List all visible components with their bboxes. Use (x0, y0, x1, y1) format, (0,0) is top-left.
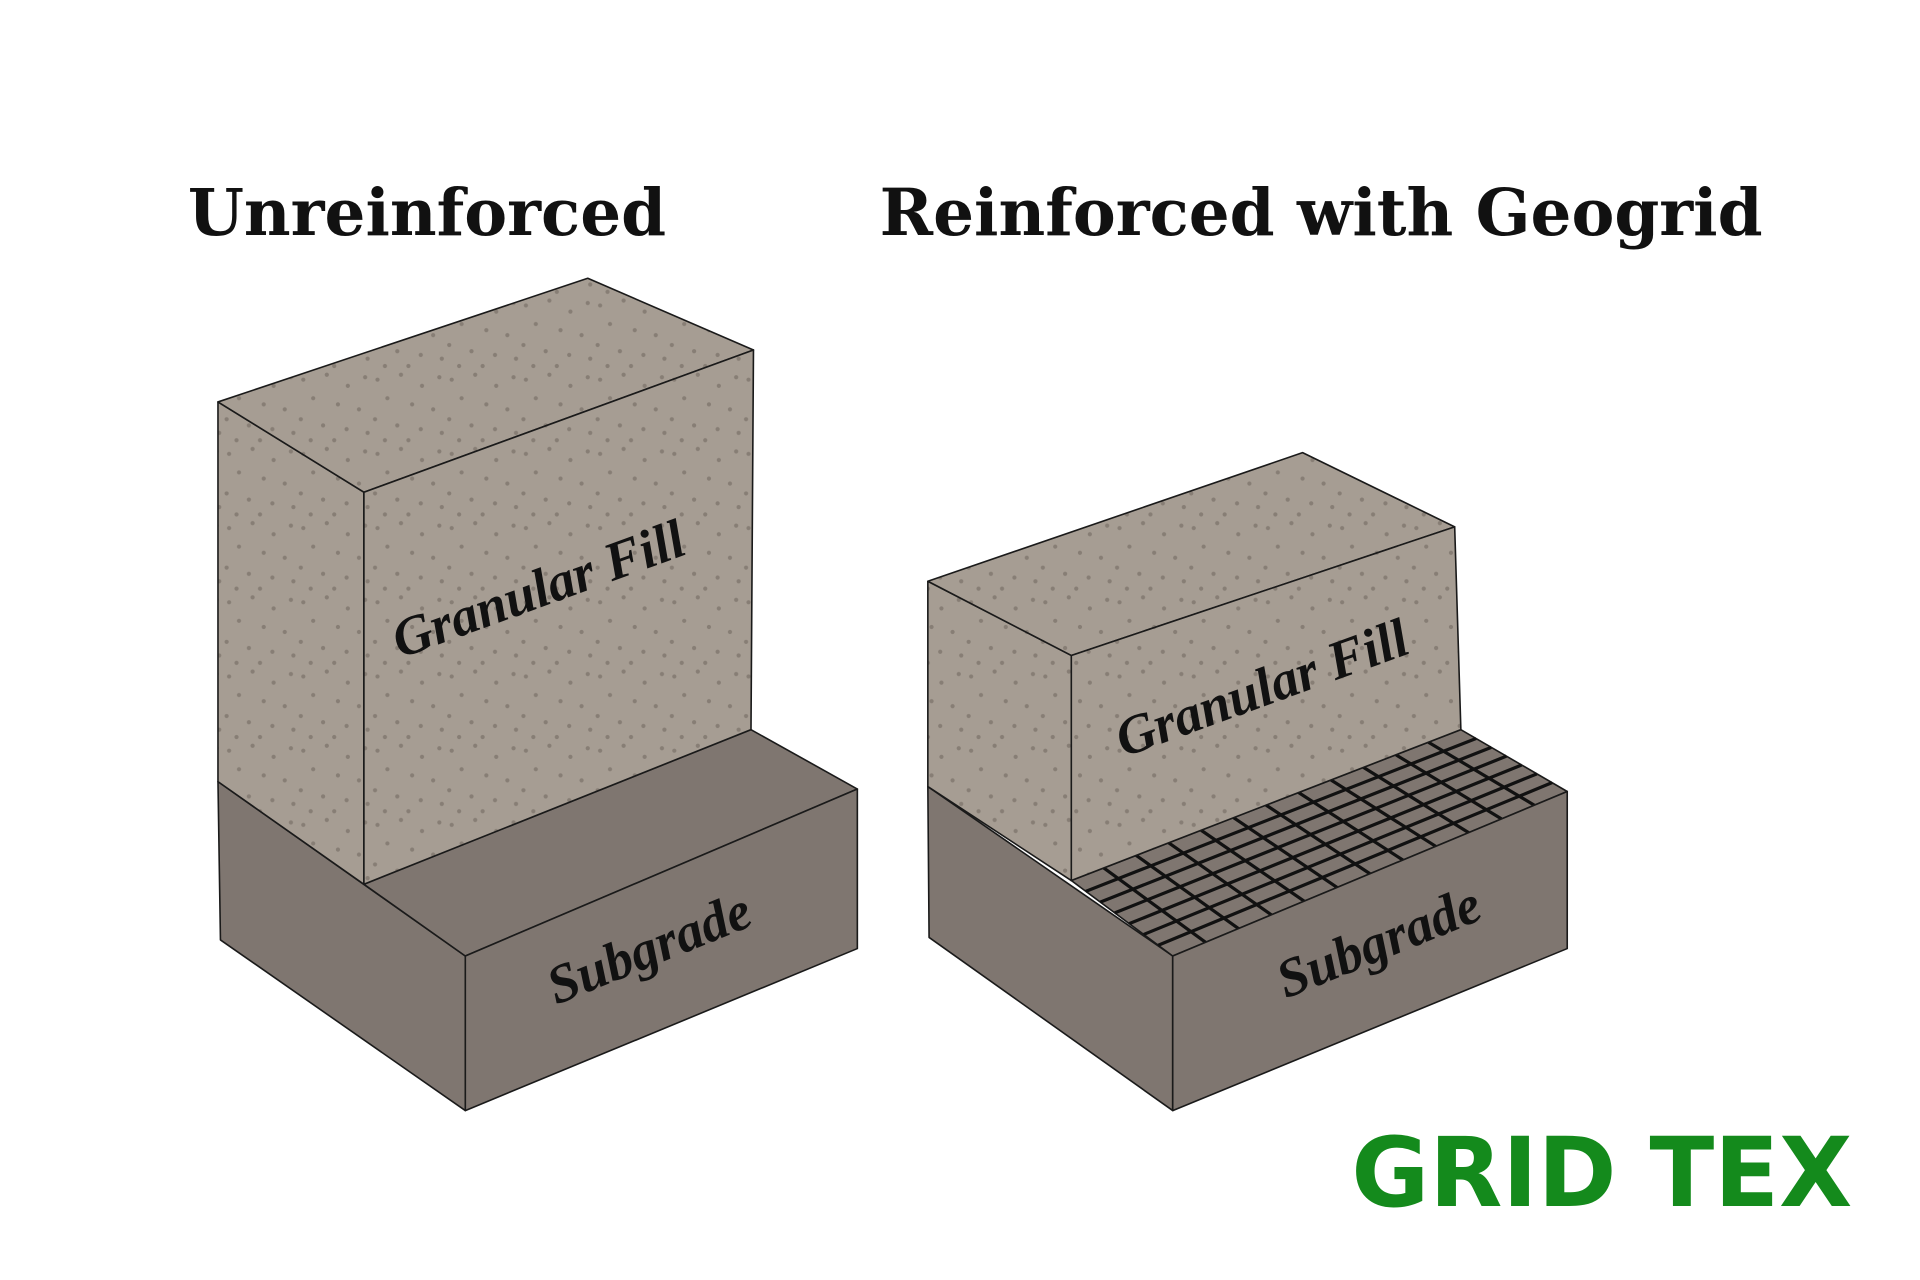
geogrid-mesh (1085, 736, 1553, 947)
geogrid-cross-line (1362, 766, 1470, 834)
geogrid-cross-line (1135, 854, 1240, 930)
geogrid-cross-line (1395, 753, 1503, 821)
geogrid-cross-line (1102, 866, 1207, 944)
geogrid-cross-line (1200, 828, 1306, 903)
subgrade-front-face (464, 788, 859, 1112)
geogrid-cross-line (1330, 778, 1437, 848)
geogrid-cross-line (1297, 791, 1404, 862)
unreinforced-block: Granular Fill Subgrade (217, 277, 859, 1112)
grid-tex-logo: GRID TEX (1351, 1116, 1852, 1229)
fill-front-face (1070, 526, 1462, 882)
subgrade-front-face (1171, 790, 1569, 1112)
geogrid-cross-line (1265, 803, 1371, 876)
fill-front-face (363, 349, 755, 886)
geogrid-cross-line (1232, 816, 1338, 889)
geogrid-cross-line (1167, 841, 1273, 917)
geogrid-cross-line (1427, 740, 1536, 807)
reinforced-block: Granular Fill Subgrade (927, 451, 1569, 1112)
title-reinforced-with-geogrid: Reinforced with Geogrid (880, 176, 1763, 251)
title-unreinforced: Unreinforced (188, 176, 666, 251)
